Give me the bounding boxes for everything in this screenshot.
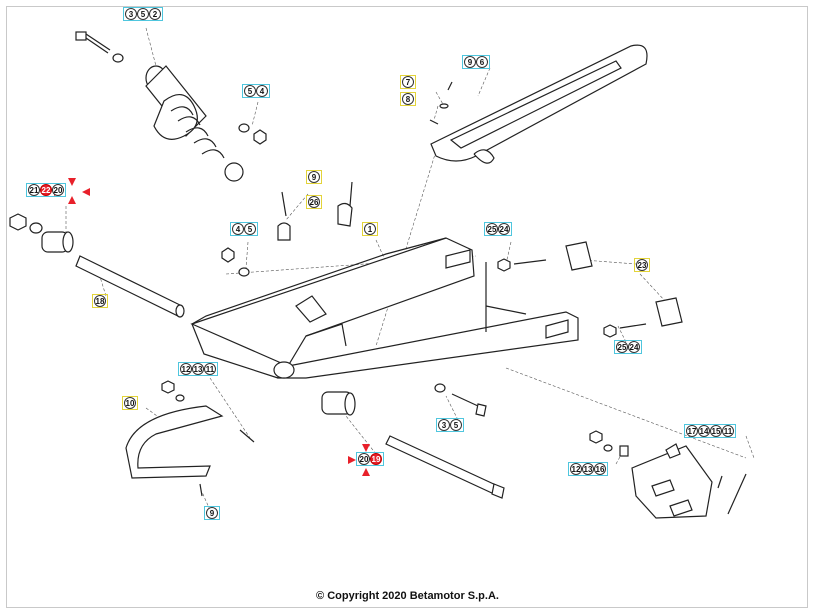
callout-c-23[interactable]: 23 xyxy=(634,258,650,272)
part-number-13[interactable]: 13 xyxy=(192,363,204,375)
part-number-25[interactable]: 25 xyxy=(616,341,628,353)
part-number-7[interactable]: 7 xyxy=(402,76,414,88)
part-number-11[interactable]: 11 xyxy=(204,363,216,375)
callout-c-10[interactable]: 10 xyxy=(122,396,138,410)
swingarm-diagram xyxy=(9,27,755,519)
part-number-14[interactable]: 14 xyxy=(698,425,710,437)
copyright-text: © Copyright 2020 Betamotor S.p.A. xyxy=(316,590,499,602)
part-number-1[interactable]: 1 xyxy=(364,223,376,235)
part-number-12[interactable]: 12 xyxy=(570,463,582,475)
callout-c-8[interactable]: 8 xyxy=(400,92,416,106)
part-number-5[interactable]: 5 xyxy=(244,223,256,235)
chain-adjusters xyxy=(497,241,683,338)
part-number-9[interactable]: 9 xyxy=(464,56,476,68)
part-number-22[interactable]: 22 xyxy=(40,184,52,196)
callout-c-26[interactable]: 26 xyxy=(306,195,322,209)
swingarm-body xyxy=(190,237,579,379)
shock-absorber xyxy=(145,65,267,182)
part-number-11[interactable]: 11 xyxy=(722,425,734,437)
part-number-26[interactable]: 26 xyxy=(308,196,320,208)
callout-c-18[interactable]: 18 xyxy=(92,294,108,308)
callout-c-7[interactable]: 7 xyxy=(400,75,416,89)
part-number-9[interactable]: 9 xyxy=(308,171,320,183)
part-number-3[interactable]: 3 xyxy=(125,8,137,20)
part-number-10[interactable]: 10 xyxy=(124,397,136,409)
part-number-17[interactable]: 17 xyxy=(686,425,698,437)
part-number-4[interactable]: 4 xyxy=(232,223,244,235)
part-number-16[interactable]: 16 xyxy=(594,463,606,475)
top-bolt xyxy=(75,31,124,63)
part-number-21[interactable]: 21 xyxy=(28,184,40,196)
callout-c-1[interactable]: 1 xyxy=(362,222,378,236)
left-spacers xyxy=(9,213,74,253)
mid-bolt xyxy=(434,383,487,417)
callout-c-9-top[interactable]: 9 xyxy=(306,170,322,184)
part-number-18[interactable]: 18 xyxy=(94,295,106,307)
part-number-12[interactable]: 12 xyxy=(180,363,192,375)
part-number-15[interactable]: 15 xyxy=(710,425,722,437)
part-number-19[interactable]: 19 xyxy=(370,453,382,465)
part-number-13[interactable]: 13 xyxy=(582,463,594,475)
lower-spacer-axle xyxy=(321,391,505,499)
part-number-4[interactable]: 4 xyxy=(256,85,268,97)
part-number-24[interactable]: 24 xyxy=(628,341,640,353)
callout-c-9-bot[interactable]: 9 xyxy=(204,506,220,520)
part-number-8[interactable]: 8 xyxy=(402,93,414,105)
part-number-20[interactable]: 20 xyxy=(358,453,370,465)
part-number-23[interactable]: 23 xyxy=(636,259,648,271)
part-number-20[interactable]: 20 xyxy=(52,184,64,196)
chain-guide-upper xyxy=(429,44,648,164)
part-number-24[interactable]: 24 xyxy=(498,223,510,235)
part-number-5[interactable]: 5 xyxy=(137,8,149,20)
part-number-5[interactable]: 5 xyxy=(244,85,256,97)
part-number-25[interactable]: 25 xyxy=(486,223,498,235)
part-number-3[interactable]: 3 xyxy=(438,419,450,431)
center-fasteners xyxy=(221,181,353,277)
chain-slider xyxy=(125,380,255,497)
part-number-5[interactable]: 5 xyxy=(450,419,462,431)
part-number-6[interactable]: 6 xyxy=(476,56,488,68)
pivot-tube xyxy=(75,255,185,318)
part-number-9[interactable]: 9 xyxy=(206,507,218,519)
part-number-2[interactable]: 2 xyxy=(149,8,161,20)
chain-guide-rear xyxy=(589,430,747,519)
